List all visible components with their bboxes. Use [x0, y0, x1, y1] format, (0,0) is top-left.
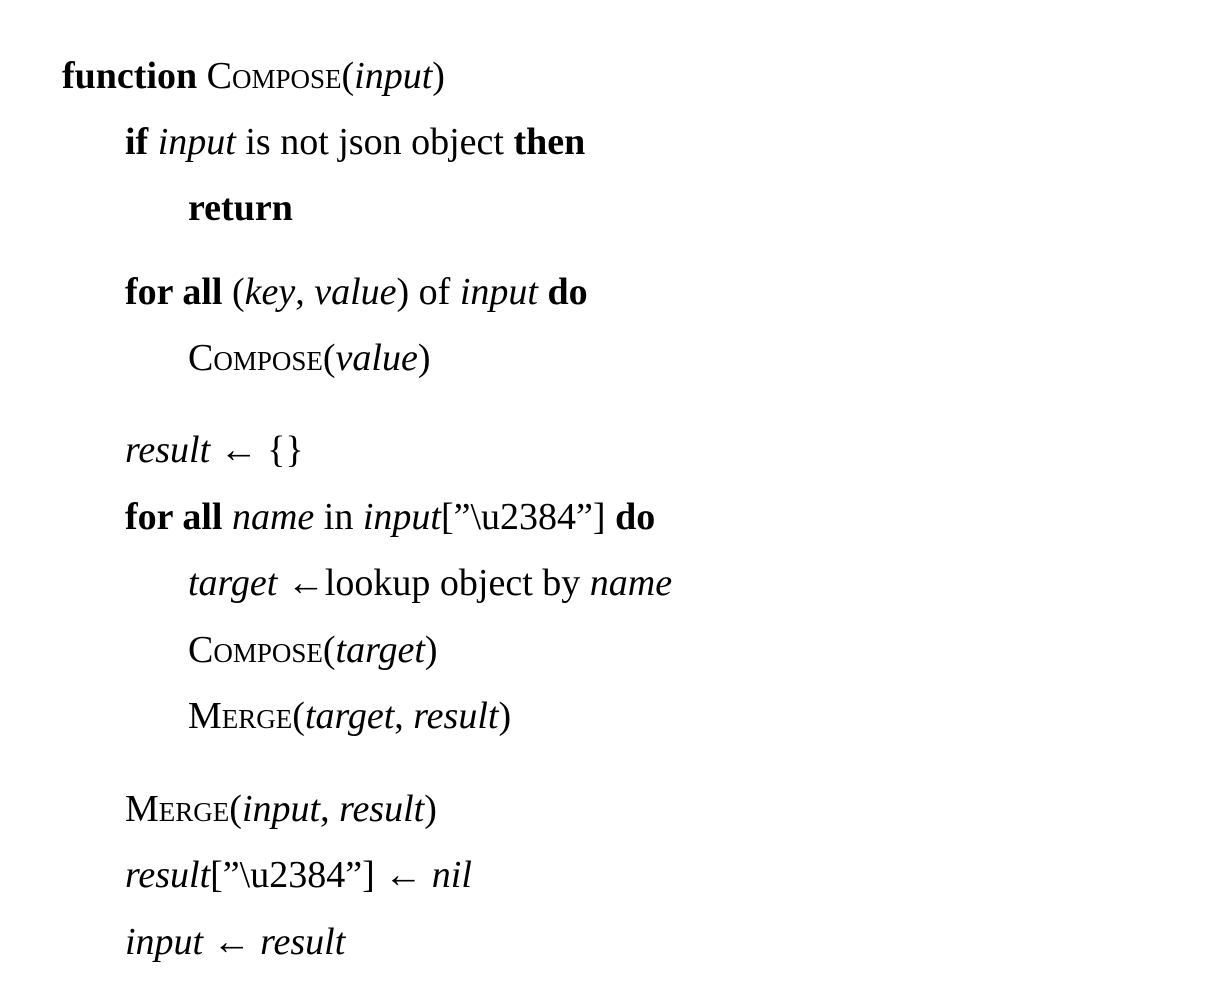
- result-clear-line: result[”\u2384”] ← nil: [125, 856, 472, 894]
- var-name: name: [231, 496, 315, 538]
- compose-value-line: Compose(value): [188, 337, 431, 379]
- merge-input-line: Merge(input, result): [125, 788, 437, 830]
- if-line: if input is not json object then: [125, 123, 585, 161]
- var-result: result: [339, 788, 425, 830]
- var-target: target: [304, 695, 395, 737]
- proc-compose: Compose: [188, 337, 323, 379]
- var-result: result: [413, 695, 499, 737]
- assign-arrow: ←: [286, 562, 325, 604]
- var-input: input: [362, 496, 441, 538]
- var-input: input: [241, 788, 321, 830]
- keyword-for-all: for all: [125, 496, 223, 538]
- proc-merge: Merge: [125, 788, 230, 830]
- var-value: value: [335, 337, 418, 379]
- return-line: return: [188, 189, 293, 227]
- assign-arrow: ←: [219, 429, 258, 471]
- var-key: key: [244, 271, 296, 313]
- result-init-line: result ← {}: [125, 431, 304, 469]
- var-target: target: [335, 629, 425, 671]
- for-all-names-line: for all name in input[”\u2384”] do: [125, 498, 655, 536]
- merge-target-line: Merge(target, result): [188, 695, 512, 737]
- unicode-key: [”\u2384”]: [440, 496, 606, 538]
- text-lookup-object-by: lookup object by: [324, 562, 590, 604]
- proc-merge: Merge: [188, 695, 293, 737]
- assign-arrow: ←: [384, 854, 423, 896]
- keyword-do: do: [547, 271, 588, 313]
- keyword-then: then: [513, 121, 586, 163]
- unicode-key: [”\u2384”]: [210, 854, 375, 896]
- proc-compose: Compose: [206, 55, 342, 97]
- var-result: result: [125, 854, 211, 896]
- var-value: value: [314, 271, 397, 313]
- text-of: of: [409, 271, 460, 313]
- var-name: name: [589, 562, 673, 604]
- text-is-not-json-object: is not json object: [235, 121, 514, 163]
- function-header: function Compose(input): [62, 55, 445, 97]
- for-all-pairs-line: for all (key, value) of input do: [125, 271, 588, 313]
- var-input: input: [157, 121, 236, 163]
- input-assign-line: input ← result: [125, 923, 345, 961]
- keyword-function: function: [62, 55, 198, 97]
- var-input: input: [459, 271, 538, 313]
- var-input: input: [354, 55, 433, 97]
- keyword-return: return: [188, 187, 293, 229]
- keyword-do: do: [615, 496, 656, 538]
- empty-object: {}: [267, 429, 304, 471]
- var-target: target: [188, 562, 278, 604]
- var-nil: nil: [431, 854, 472, 896]
- var-result: result: [125, 429, 211, 471]
- compose-target-line: Compose(target): [188, 629, 438, 671]
- target-lookup-line: target ←lookup object by name: [188, 564, 672, 602]
- assign-arrow: ←: [212, 921, 251, 963]
- text-in: in: [314, 496, 363, 538]
- var-input: input: [125, 921, 204, 963]
- proc-compose: Compose: [188, 629, 323, 671]
- var-result: result: [260, 921, 346, 963]
- keyword-if: if: [125, 121, 149, 163]
- keyword-for-all: for all: [125, 271, 223, 313]
